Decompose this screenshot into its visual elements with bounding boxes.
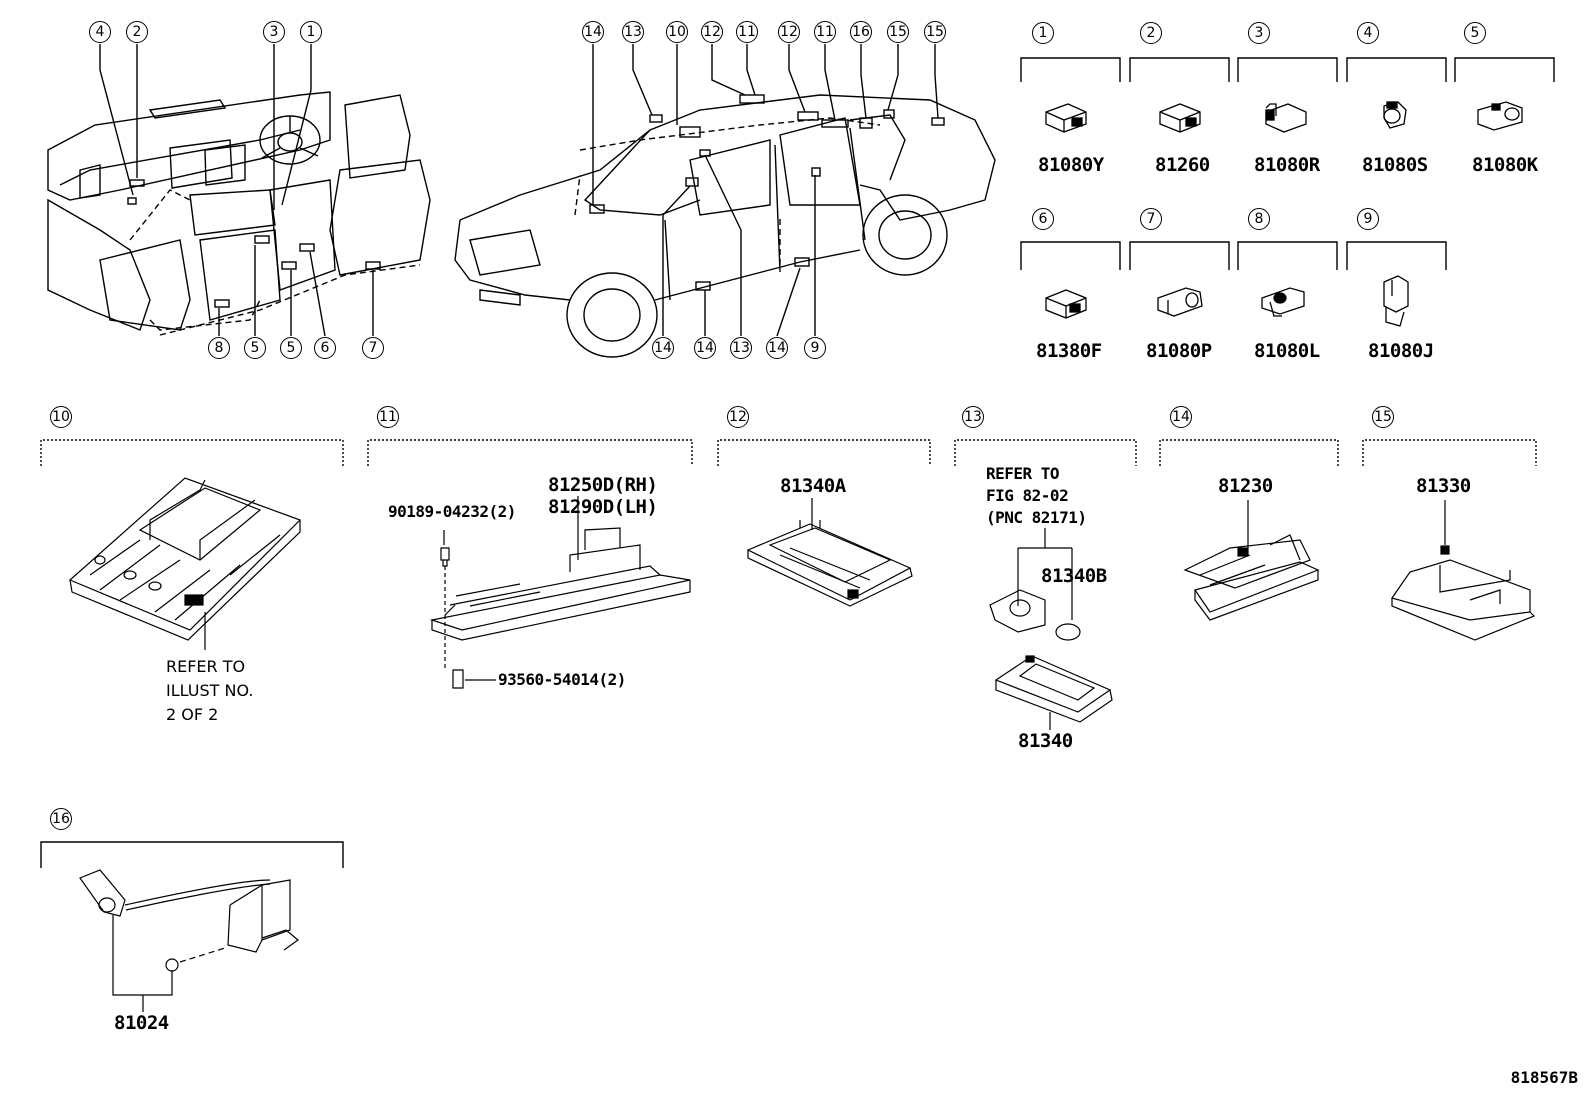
- callout: 15: [887, 21, 909, 43]
- part-callout: 8: [1248, 208, 1270, 230]
- lamp-13-illustration: [989, 528, 1113, 730]
- part-callout: 2: [1140, 22, 1162, 44]
- callout: 3: [263, 21, 285, 43]
- callout: 5: [280, 337, 302, 359]
- part-number: 81250D(RH): [548, 474, 658, 496]
- callout: 13: [730, 337, 752, 359]
- part-callout: 5: [1464, 22, 1486, 44]
- callout: 6: [314, 337, 336, 359]
- part-callout: 7: [1140, 208, 1162, 230]
- section-callout: 10: [50, 406, 72, 428]
- part-number: 81024: [114, 1012, 169, 1034]
- callout: 4: [89, 21, 111, 43]
- part-number: 81340: [1018, 730, 1073, 752]
- part-callout: 4: [1357, 22, 1379, 44]
- callout: 16: [850, 21, 872, 43]
- part-number: 81230: [1218, 475, 1273, 497]
- part-number: 81340B: [1041, 565, 1107, 587]
- callout: 11: [814, 21, 836, 43]
- lamp-14-illustration: [1183, 500, 1320, 621]
- figure-id: 818567B: [1510, 1068, 1578, 1087]
- callout: 15: [924, 21, 946, 43]
- parts-brackets: [40, 57, 1555, 868]
- interior-illustration: [47, 44, 431, 337]
- callout: 14: [582, 21, 604, 43]
- callout: 14: [766, 337, 788, 359]
- section-callout: 16: [50, 808, 72, 830]
- part-number: 81340A: [780, 475, 846, 497]
- screw-part-number: 93560-54014(2): [498, 670, 626, 689]
- small-part-icons: [1045, 101, 1523, 327]
- part-callout: 9: [1357, 208, 1379, 230]
- part-number: 81080R: [1254, 154, 1320, 176]
- part-number: 81080S: [1362, 154, 1428, 176]
- section-callout: 12: [727, 406, 749, 428]
- screw-part-number: 90189-04232(2): [388, 502, 516, 521]
- callout: 11: [736, 21, 758, 43]
- refer-note-line2: ILLUST NO.: [166, 681, 254, 700]
- callout: 1: [300, 21, 322, 43]
- callout: 10: [666, 21, 688, 43]
- section-callout: 13: [962, 406, 984, 428]
- callout: 14: [694, 337, 716, 359]
- callout: 7: [362, 337, 384, 359]
- callout: 12: [701, 21, 723, 43]
- part-number: 81080J: [1368, 340, 1434, 362]
- callout: 12: [778, 21, 800, 43]
- callout: 2: [126, 21, 148, 43]
- callout: 8: [208, 337, 230, 359]
- section-callout: 11: [377, 406, 399, 428]
- part-number: 81260: [1155, 154, 1210, 176]
- harness-16-illustration: [79, 869, 299, 1012]
- section-callout: 15: [1372, 406, 1394, 428]
- part-callout: 6: [1032, 208, 1054, 230]
- part-number: 81330: [1416, 475, 1471, 497]
- part-callout: 1: [1032, 22, 1054, 44]
- part-callout: 3: [1248, 22, 1270, 44]
- part-number: 81290D(LH): [548, 496, 658, 518]
- refer-note-line1: REFER TO: [986, 464, 1060, 483]
- callout: 5: [244, 337, 266, 359]
- lamp-15-illustration: [1391, 500, 1536, 641]
- callout: 14: [652, 337, 674, 359]
- section-callout: 14: [1170, 406, 1192, 428]
- refer-note-line2: FIG 82-02: [986, 486, 1069, 505]
- part-number: 81080L: [1254, 340, 1320, 362]
- refer-note-line3: 2 OF 2: [166, 705, 219, 724]
- part-number: 81080P: [1146, 340, 1212, 362]
- refer-note-line1: REFER TO: [166, 657, 246, 676]
- lamp-assembly-11-illustration: [429, 496, 691, 689]
- callout: 9: [804, 337, 826, 359]
- part-number: 81080K: [1472, 154, 1538, 176]
- refer-note-line3: (PNC 82171): [986, 508, 1087, 527]
- map-lamp-12-illustration: [746, 498, 913, 607]
- part-number: 81080Y: [1038, 154, 1104, 176]
- part-number: 81380F: [1036, 340, 1102, 362]
- callout: 13: [622, 21, 644, 43]
- overhead-console-illustration: [68, 477, 302, 650]
- car-illustration: [454, 44, 996, 358]
